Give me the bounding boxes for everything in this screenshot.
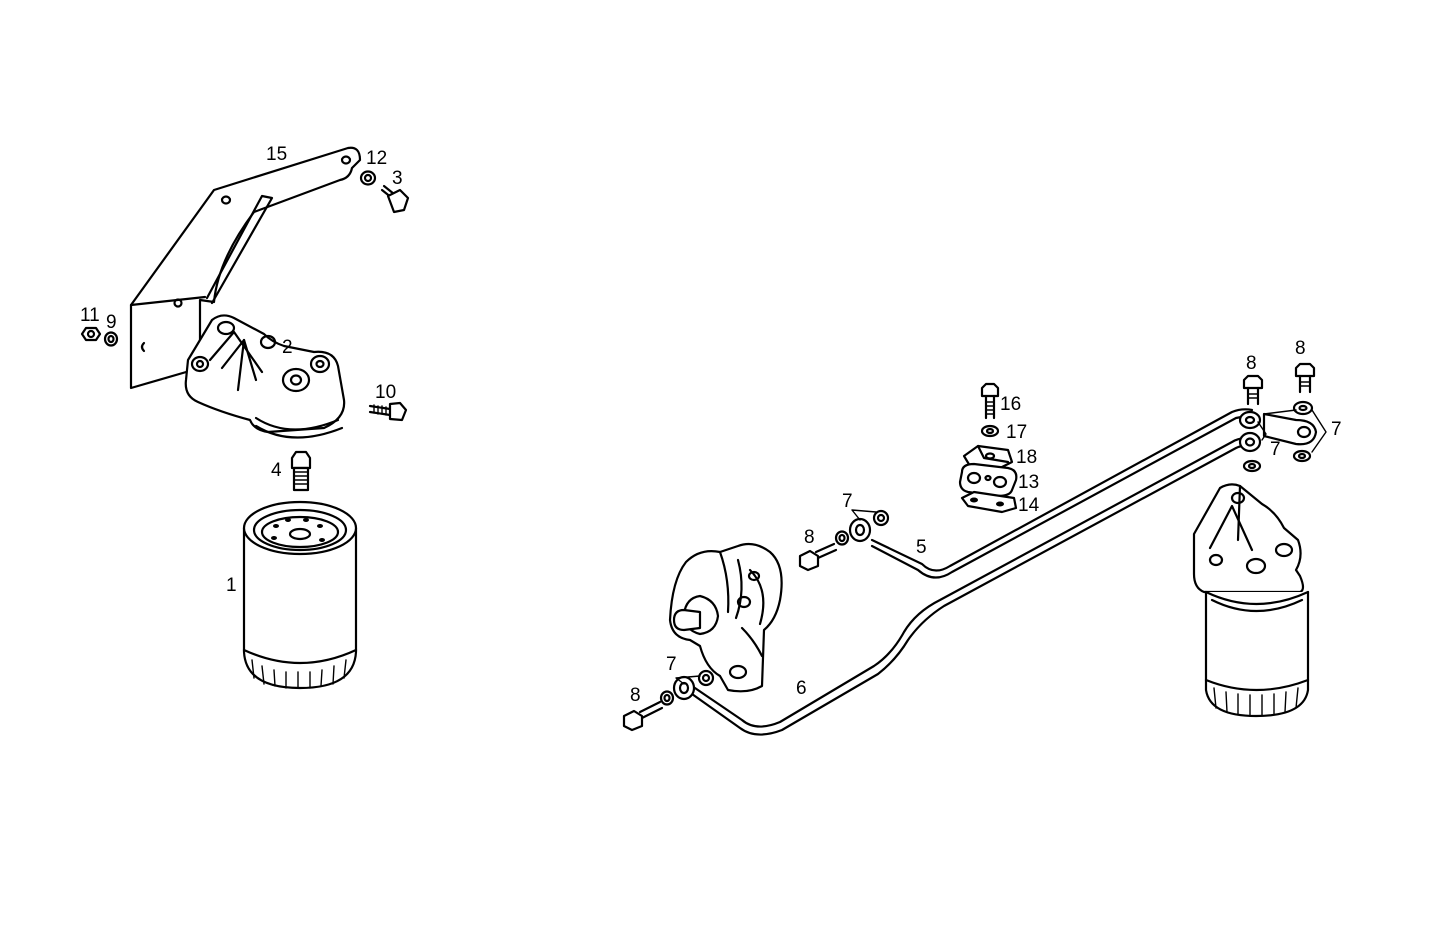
callout-8-lower: 8 xyxy=(630,685,641,706)
screw-part-3 xyxy=(380,184,410,214)
callout-5: 5 xyxy=(916,537,927,558)
clamp-block-part-13 xyxy=(958,462,1018,498)
filter-head-bracket-part-2 xyxy=(184,314,346,439)
clamp-bolt-part-16 xyxy=(980,382,1000,420)
callout-9: 9 xyxy=(106,312,117,333)
callout-labels: 15 12 3 11 9 2 10 4 1 16 17 18 13 14 7 8… xyxy=(80,144,1342,706)
callout-13: 13 xyxy=(1018,472,1039,493)
callout-leaders xyxy=(675,409,1327,685)
callout-8-right-b: 8 xyxy=(1295,338,1306,359)
nut-part-11 xyxy=(80,326,102,342)
callout-17: 17 xyxy=(1006,422,1027,443)
callout-1: 1 xyxy=(226,575,237,596)
banjo-bolt-part-8-lower xyxy=(622,700,664,732)
banjo-bolt-part-8-right-b xyxy=(1294,362,1316,394)
banjo-bolt-part-8-middle xyxy=(798,542,838,572)
oil-pipe-part-6 xyxy=(690,437,1254,736)
callout-4: 4 xyxy=(271,460,282,481)
callout-16: 16 xyxy=(1000,394,1021,415)
washer-part-9 xyxy=(103,331,119,347)
clamp-base-part-14 xyxy=(960,490,1018,514)
banjo-fitting-right-washers xyxy=(1262,400,1318,463)
callout-18: 18 xyxy=(1016,447,1037,468)
callout-8-right-a: 8 xyxy=(1246,353,1257,374)
callout-10: 10 xyxy=(375,382,396,403)
callout-8-middle: 8 xyxy=(804,527,815,548)
banjo-fitting-pipe-5-right xyxy=(1238,410,1262,473)
bolt-part-10 xyxy=(368,401,408,422)
oil-filter-part-1 xyxy=(242,500,358,690)
callout-15: 15 xyxy=(266,144,287,165)
callout-7-right-b: 7 xyxy=(1331,419,1342,440)
washer-part-17 xyxy=(980,424,1000,438)
callout-6: 6 xyxy=(796,678,807,699)
callout-7-middle: 7 xyxy=(842,491,853,512)
callout-3: 3 xyxy=(392,168,403,189)
callout-12: 12 xyxy=(366,148,387,169)
banjo-fitting-pipe-5-left xyxy=(834,509,890,546)
threaded-nipple-part-4 xyxy=(290,450,312,492)
callout-11: 11 xyxy=(80,305,100,326)
callout-14: 14 xyxy=(1018,495,1040,516)
engine-pump-housing xyxy=(668,542,783,693)
filter-assembly-right xyxy=(1192,483,1310,718)
callout-7-lower: 7 xyxy=(666,654,677,675)
callout-2: 2 xyxy=(282,337,293,358)
mounting-plate-part-15 xyxy=(129,146,362,390)
washer-part-12 xyxy=(359,170,377,186)
callout-7-right-a: 7 xyxy=(1270,439,1281,460)
banjo-fitting-pipe-6-left xyxy=(659,669,715,706)
banjo-bolt-part-8-right-a xyxy=(1242,374,1264,406)
